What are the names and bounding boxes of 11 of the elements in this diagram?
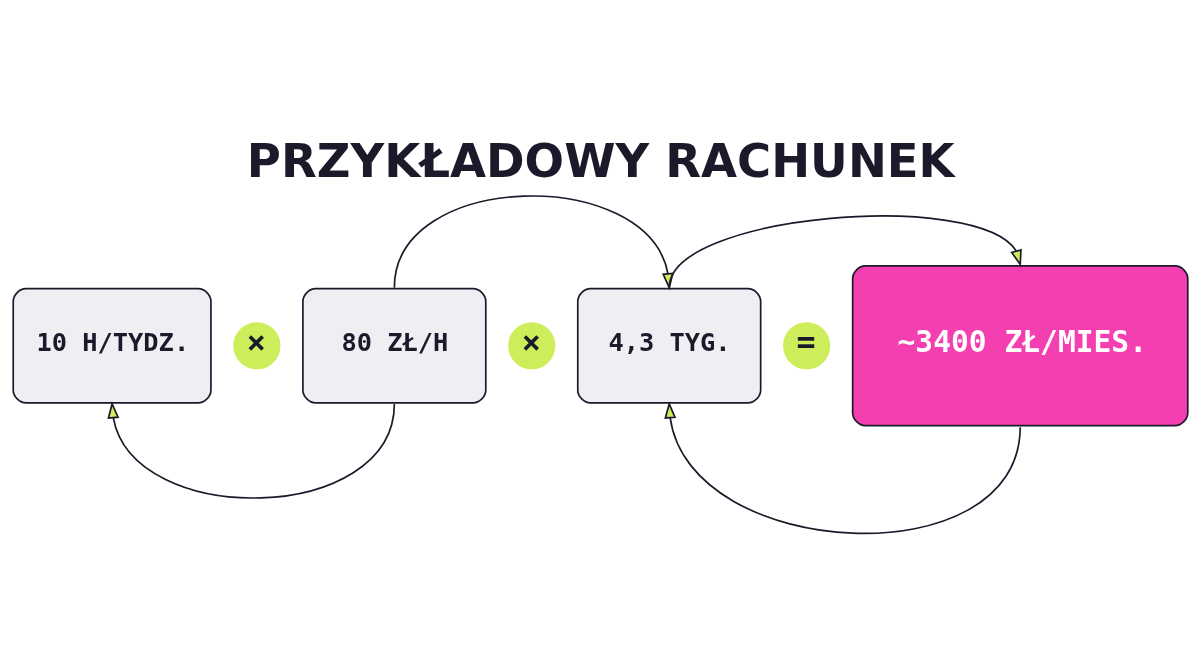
node-box: 4,3 TYG.	[576, 287, 761, 404]
arrow	[667, 215, 1022, 289]
node-circle: ×	[507, 322, 555, 370]
node-box: 80 ZŁ/H	[301, 287, 487, 404]
node-box: 10 H/TYDZ.	[11, 287, 212, 404]
diagram-title: PRZYKŁADOWY RACHUNEK	[246, 133, 955, 188]
node-box: ~3400 ZŁ/MIES.	[851, 265, 1189, 427]
node-circle: =	[782, 322, 830, 370]
arrow	[106, 401, 395, 499]
arrow	[663, 401, 1021, 535]
node-circle: ×	[232, 322, 280, 370]
